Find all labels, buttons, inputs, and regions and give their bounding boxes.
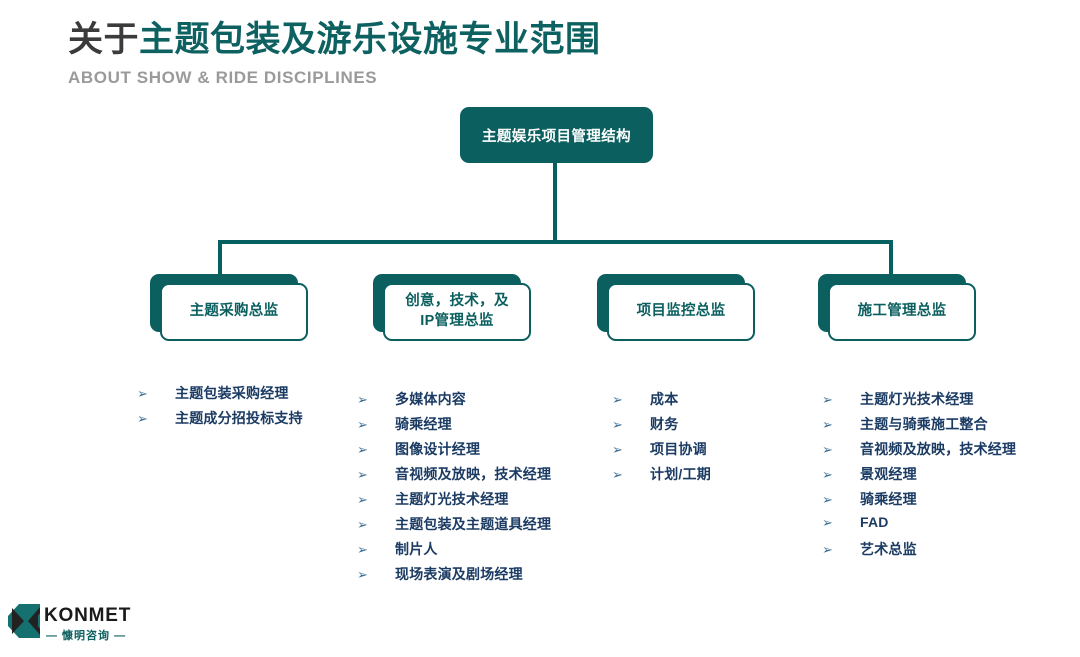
- list-item-label: 艺术总监: [860, 541, 917, 557]
- org-node-creative-ip[interactable]: 创意，技术，及 IP管理总监: [373, 274, 531, 346]
- list-item-label: 主题灯光技术经理: [395, 491, 509, 507]
- arrow-bullet-icon: ➢: [822, 393, 833, 408]
- list-item[interactable]: ➢ 计划/工期: [612, 464, 711, 489]
- list-item-label: 音视频及放映，技术经理: [395, 466, 552, 482]
- connector-drop-left: [218, 240, 222, 276]
- org-node-front-layer[interactable]: 主题采购总监: [160, 283, 308, 341]
- list-item-label: 现场表演及剧场经理: [395, 566, 523, 582]
- list-item[interactable]: ➢ 主题与骑乘施工整合: [822, 414, 1016, 439]
- brand-logo: KONMET — 慷明咨询 —: [8, 602, 178, 646]
- list-item[interactable]: ➢ 现场表演及剧场经理: [357, 564, 551, 589]
- arrow-bullet-icon: ➢: [612, 393, 623, 408]
- list-item-label: 音视频及放映，技术经理: [860, 441, 1017, 457]
- arrow-bullet-icon: ➢: [357, 418, 368, 433]
- connector-root-stem: [553, 163, 557, 243]
- list-item-label: 主题成分招投标支持: [175, 410, 303, 426]
- list-item-label: 制片人: [395, 541, 438, 557]
- list-item[interactable]: ➢ 主题灯光技术经理: [822, 389, 1016, 414]
- list-item-label: 成本: [650, 391, 679, 407]
- arrow-bullet-icon: ➢: [612, 418, 623, 433]
- title-highlight: 主题包装及游乐设施专业范围: [139, 20, 601, 59]
- org-node-label-0: 主题采购总监: [189, 303, 279, 320]
- list-item-label: 多媒体内容: [395, 391, 466, 407]
- arrow-bullet-icon: ➢: [357, 393, 368, 408]
- discipline-list-construction: ➢ 主题灯光技术经理 ➢ 主题与骑乘施工整合 ➢ 音视频及放映，技术经理 ➢ 景观经理 ➢ 骑乘经…: [822, 389, 1016, 564]
- org-node-construction[interactable]: 施工管理总监: [818, 274, 976, 346]
- list-item[interactable]: ➢ 主题包装采购经理: [137, 383, 303, 408]
- title-main-line: 关于主题包装及游乐设施专业范围: [68, 18, 601, 62]
- list-item[interactable]: ➢ FAD: [822, 514, 1016, 539]
- org-node-project-control[interactable]: 项目监控总监: [597, 274, 755, 346]
- page-title: 关于主题包装及游乐设施专业范围 ABOUT SHOW & RIDE DISCIP…: [68, 18, 601, 88]
- org-node-front-layer[interactable]: 创意，技术，及 IP管理总监: [383, 283, 531, 341]
- logo-tagline: — 慷明咨询 —: [46, 630, 127, 642]
- arrow-bullet-icon: ➢: [822, 493, 833, 508]
- org-node-front-layer[interactable]: 施工管理总监: [828, 283, 976, 341]
- list-item[interactable]: ➢ 制片人: [357, 539, 551, 564]
- arrow-bullet-icon: ➢: [822, 468, 833, 483]
- list-item-label: 项目协调: [650, 441, 707, 457]
- list-item[interactable]: ➢ 项目协调: [612, 439, 711, 464]
- list-item-label: 计划/工期: [650, 466, 711, 482]
- list-item-label: 骑乘经理: [395, 416, 452, 432]
- discipline-list-procurement: ➢ 主题包装采购经理 ➢ 主题成分招投标支持: [137, 383, 303, 433]
- arrow-bullet-icon: ➢: [357, 518, 368, 533]
- discipline-list-project-control: ➢ 成本 ➢ 财务 ➢ 项目协调 ➢ 计划/工期: [612, 389, 711, 489]
- list-item-label: 主题包装采购经理: [175, 385, 289, 401]
- arrow-bullet-icon: ➢: [357, 468, 368, 483]
- list-item-label: 财务: [650, 416, 679, 432]
- title-subtitle: ABOUT SHOW & RIDE DISCIPLINES: [68, 67, 378, 87]
- arrow-bullet-icon: ➢: [357, 443, 368, 458]
- arrow-bullet-icon: ➢: [822, 418, 833, 433]
- org-node-procurement[interactable]: 主题采购总监: [150, 274, 308, 346]
- org-node-label-2: 项目监控总监: [636, 303, 726, 320]
- list-item[interactable]: ➢ 骑乘经理: [357, 414, 551, 439]
- org-node-front-layer[interactable]: 项目监控总监: [607, 283, 755, 341]
- arrow-bullet-icon: ➢: [357, 493, 368, 508]
- list-item-label: 骑乘经理: [860, 491, 917, 507]
- connector-drop-right: [889, 240, 893, 276]
- list-item[interactable]: ➢ 主题成分招投标支持: [137, 408, 303, 433]
- list-item-label: 主题包装及主题道具经理: [395, 516, 552, 532]
- org-node-label-3: 施工管理总监: [857, 303, 947, 320]
- list-item[interactable]: ➢ 音视频及放映，技术经理: [357, 464, 551, 489]
- arrow-bullet-icon: ➢: [137, 387, 148, 402]
- arrow-bullet-icon: ➢: [822, 516, 833, 531]
- arrow-bullet-icon: ➢: [137, 412, 148, 427]
- list-item-label: 景观经理: [860, 466, 917, 482]
- konmet-logo-icon: [8, 604, 40, 638]
- arrow-bullet-icon: ➢: [822, 543, 833, 558]
- list-item[interactable]: ➢ 主题灯光技术经理: [357, 489, 551, 514]
- list-item[interactable]: ➢ 成本: [612, 389, 711, 414]
- discipline-list-creative-ip: ➢多媒体内容➢骑乘经理➢图像设计经理➢音视频及放映，技术经理➢主题灯光技术经理➢…: [357, 389, 551, 589]
- list-item-label: FAD: [860, 514, 889, 530]
- arrow-bullet-icon: ➢: [612, 468, 623, 483]
- list-item[interactable]: ➢ 多媒体内容: [357, 389, 551, 414]
- arrow-bullet-icon: ➢: [822, 443, 833, 458]
- arrow-bullet-icon: ➢: [357, 568, 368, 583]
- logo-wordmark: KONMET: [44, 605, 132, 626]
- list-item-label: 主题与骑乘施工整合: [860, 416, 988, 432]
- title-prefix: 关于: [68, 20, 140, 59]
- list-item-label: 主题灯光技术经理: [860, 391, 974, 407]
- org-node-root-label: 主题娱乐项目管理结构: [482, 128, 631, 145]
- list-item[interactable]: ➢ 图像设计经理: [357, 439, 551, 464]
- list-item[interactable]: ➢ 景观经理: [822, 464, 1016, 489]
- list-item[interactable]: ➢ 主题包装及主题道具经理: [357, 514, 551, 539]
- arrow-bullet-icon: ➢: [357, 543, 368, 558]
- org-node-root[interactable]: 主题娱乐项目管理结构: [460, 107, 653, 163]
- list-item[interactable]: ➢ 财务: [612, 414, 711, 439]
- list-item-label: 图像设计经理: [395, 441, 481, 457]
- org-node-label-1: 创意，技术，及 IP管理总监: [405, 293, 509, 329]
- connector-horizontal-bus: [218, 240, 893, 244]
- list-item[interactable]: ➢ 音视频及放映，技术经理: [822, 439, 1016, 464]
- list-item[interactable]: ➢ 骑乘经理: [822, 489, 1016, 514]
- list-item[interactable]: ➢ 艺术总监: [822, 539, 1016, 564]
- arrow-bullet-icon: ➢: [612, 443, 623, 458]
